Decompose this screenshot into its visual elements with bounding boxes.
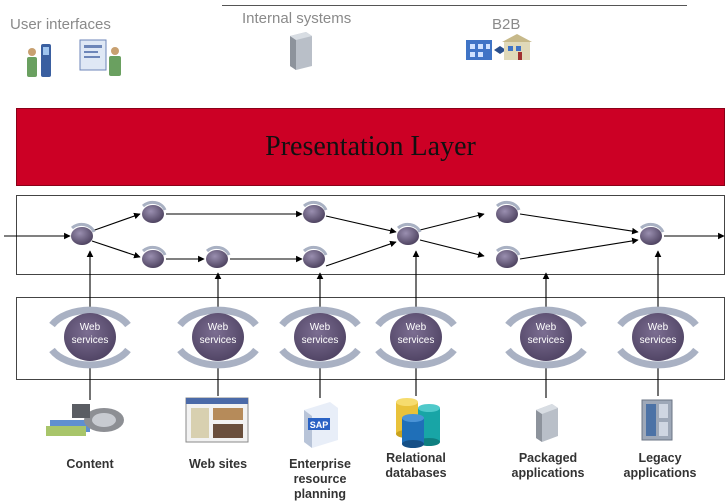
source-label-web-sites: Web sites — [188, 457, 248, 471]
process-node — [396, 222, 422, 245]
web-service-label: services — [72, 335, 109, 346]
process-node — [205, 245, 231, 268]
services-layer-box — [16, 297, 725, 380]
user-interfaces-label: User interfaces — [10, 16, 111, 33]
web-service-node — [279, 306, 361, 369]
web-service-node — [375, 306, 457, 369]
process-node — [141, 245, 167, 268]
source-label-legacy-applications: Legacy applications — [623, 451, 697, 480]
presentation-layer-label: Presentation Layer — [265, 131, 476, 162]
process-nodes — [70, 200, 665, 268]
media-content-icon — [46, 404, 124, 436]
web-service-node — [505, 306, 587, 369]
process-node — [639, 222, 665, 245]
web-service-label: Web — [648, 322, 669, 333]
internal-systems-label: Internal systems — [242, 10, 352, 27]
mainframe-icon — [641, 399, 673, 441]
process-node — [495, 200, 521, 223]
b2b-label: B2B — [492, 16, 521, 33]
web-service-node — [617, 306, 699, 369]
sap-box-icon: SAP — [304, 402, 338, 448]
web-service-label: services — [302, 335, 339, 346]
process-node — [141, 200, 167, 223]
process-node — [302, 200, 328, 223]
web-service-nodes — [49, 306, 699, 369]
presentation-layer-bar: Presentation Layer — [16, 108, 725, 186]
web-service-label: Web — [208, 322, 229, 333]
web-service-node — [49, 306, 131, 369]
web-service-node — [177, 306, 259, 369]
process-node — [302, 245, 328, 268]
svg-text:SAP: SAP — [310, 420, 329, 430]
web-service-label: Web — [310, 322, 331, 333]
top-divider-line — [222, 5, 687, 6]
source-label-relational-databases: Relational databases — [385, 451, 447, 480]
server-icon — [536, 404, 558, 442]
web-service-label: Web — [406, 322, 427, 333]
source-label-content: Content — [66, 457, 114, 471]
web-page-icon — [185, 397, 249, 443]
source-label-erp: Enterprise resource planning — [289, 457, 351, 501]
process-node — [495, 245, 521, 268]
source-label-packaged-applications: Packaged applications — [511, 451, 585, 480]
process-node — [70, 222, 96, 245]
orchestration-layer-box — [16, 195, 725, 275]
web-service-label: services — [640, 335, 677, 346]
database-cylinders-icon — [396, 398, 440, 448]
web-service-label: Web — [536, 322, 557, 333]
web-service-label: services — [200, 335, 237, 346]
web-service-label: services — [528, 335, 565, 346]
web-service-label: Web — [80, 322, 101, 333]
web-service-label: services — [398, 335, 435, 346]
